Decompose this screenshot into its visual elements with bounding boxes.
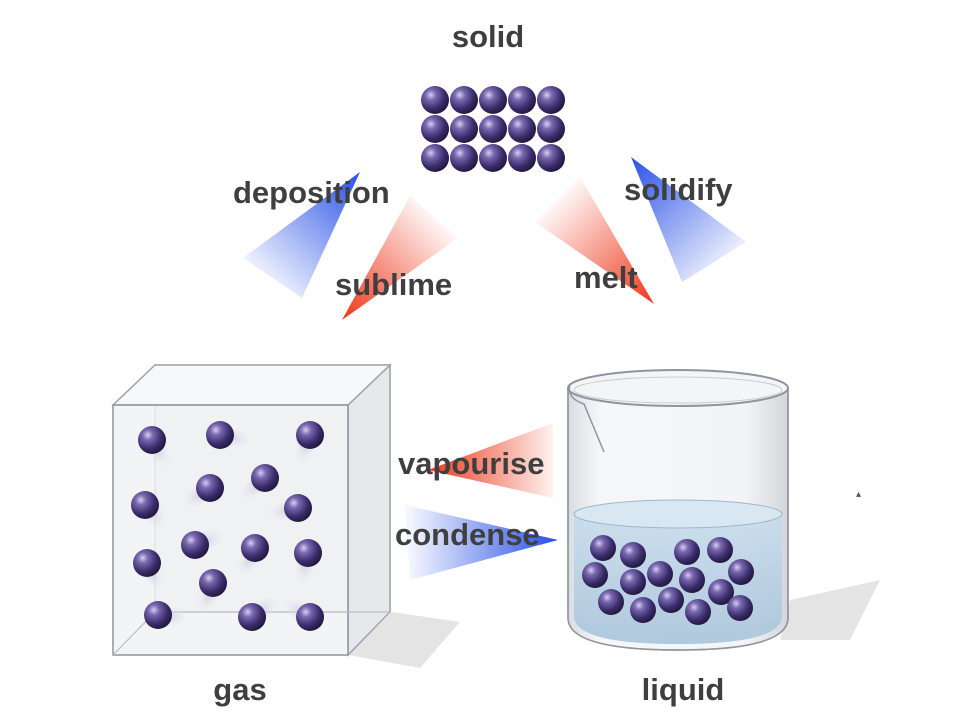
liquid-particle <box>647 561 673 587</box>
vapourise-arrow <box>428 423 553 498</box>
gas-particle <box>238 603 266 631</box>
edge-mark: ▴ <box>856 489 861 500</box>
liquid-particle <box>620 542 646 568</box>
solidify-label: solidify <box>624 172 733 207</box>
solid-particle <box>479 115 507 143</box>
sublime-arrow <box>342 196 458 320</box>
gas-label: gas <box>213 672 266 707</box>
solid-particle <box>508 115 536 143</box>
liquid-particle <box>582 562 608 588</box>
liquid-particle <box>590 535 616 561</box>
gas-particle <box>241 534 269 562</box>
solid-particle <box>421 144 449 172</box>
solid-particle <box>479 144 507 172</box>
liquid-particle <box>728 559 754 585</box>
gas-particles <box>131 421 324 631</box>
solid-particle <box>537 86 565 114</box>
solid-particle <box>450 115 478 143</box>
solid-label: solid <box>452 19 524 54</box>
solid-particle <box>421 86 449 114</box>
solid-particle-lattice <box>421 86 565 172</box>
condense-arrow <box>405 505 558 580</box>
deposition-label: deposition <box>233 175 390 210</box>
liquid-particle <box>685 599 711 625</box>
condense-label: condense <box>395 517 540 552</box>
gas-particle <box>284 494 312 522</box>
gas-particle <box>144 601 172 629</box>
gas-particle <box>296 421 324 449</box>
liquid-particle <box>598 589 624 615</box>
beaker-front-glass <box>567 388 789 651</box>
solid-particle <box>450 86 478 114</box>
gas-particle <box>138 426 166 454</box>
solidify-arrow <box>631 157 746 282</box>
solid-particle <box>450 144 478 172</box>
sublime-label: sublime <box>335 267 452 302</box>
gas-particle <box>131 491 159 519</box>
solid-particle <box>421 115 449 143</box>
liquid-particle <box>620 569 646 595</box>
gas-particle <box>206 421 234 449</box>
solid-particle <box>537 115 565 143</box>
deposition-arrow <box>243 172 360 298</box>
gas-particle <box>296 603 324 631</box>
liquid-particle <box>674 539 700 565</box>
gas-particle <box>251 464 279 492</box>
liquid-particle <box>727 595 753 621</box>
liquid-particles <box>582 535 754 625</box>
gas-particle <box>196 474 224 502</box>
vapourise-label: vapourise <box>398 446 544 481</box>
liquid-particle <box>679 567 705 593</box>
solid-particle <box>508 86 536 114</box>
liquid-label: liquid <box>642 672 725 707</box>
liquid-particle <box>707 537 733 563</box>
melt-arrow <box>535 177 654 304</box>
solid-particle <box>508 144 536 172</box>
liquid-particle <box>708 579 734 605</box>
gas-particle <box>181 531 209 559</box>
solid-particle <box>479 86 507 114</box>
gas-particle <box>199 569 227 597</box>
solid-particle <box>537 144 565 172</box>
liquid-particle <box>630 597 656 623</box>
gas-particle <box>133 549 161 577</box>
melt-label: melt <box>574 260 638 295</box>
liquid-particle <box>658 587 684 613</box>
gas-particle <box>294 539 322 567</box>
